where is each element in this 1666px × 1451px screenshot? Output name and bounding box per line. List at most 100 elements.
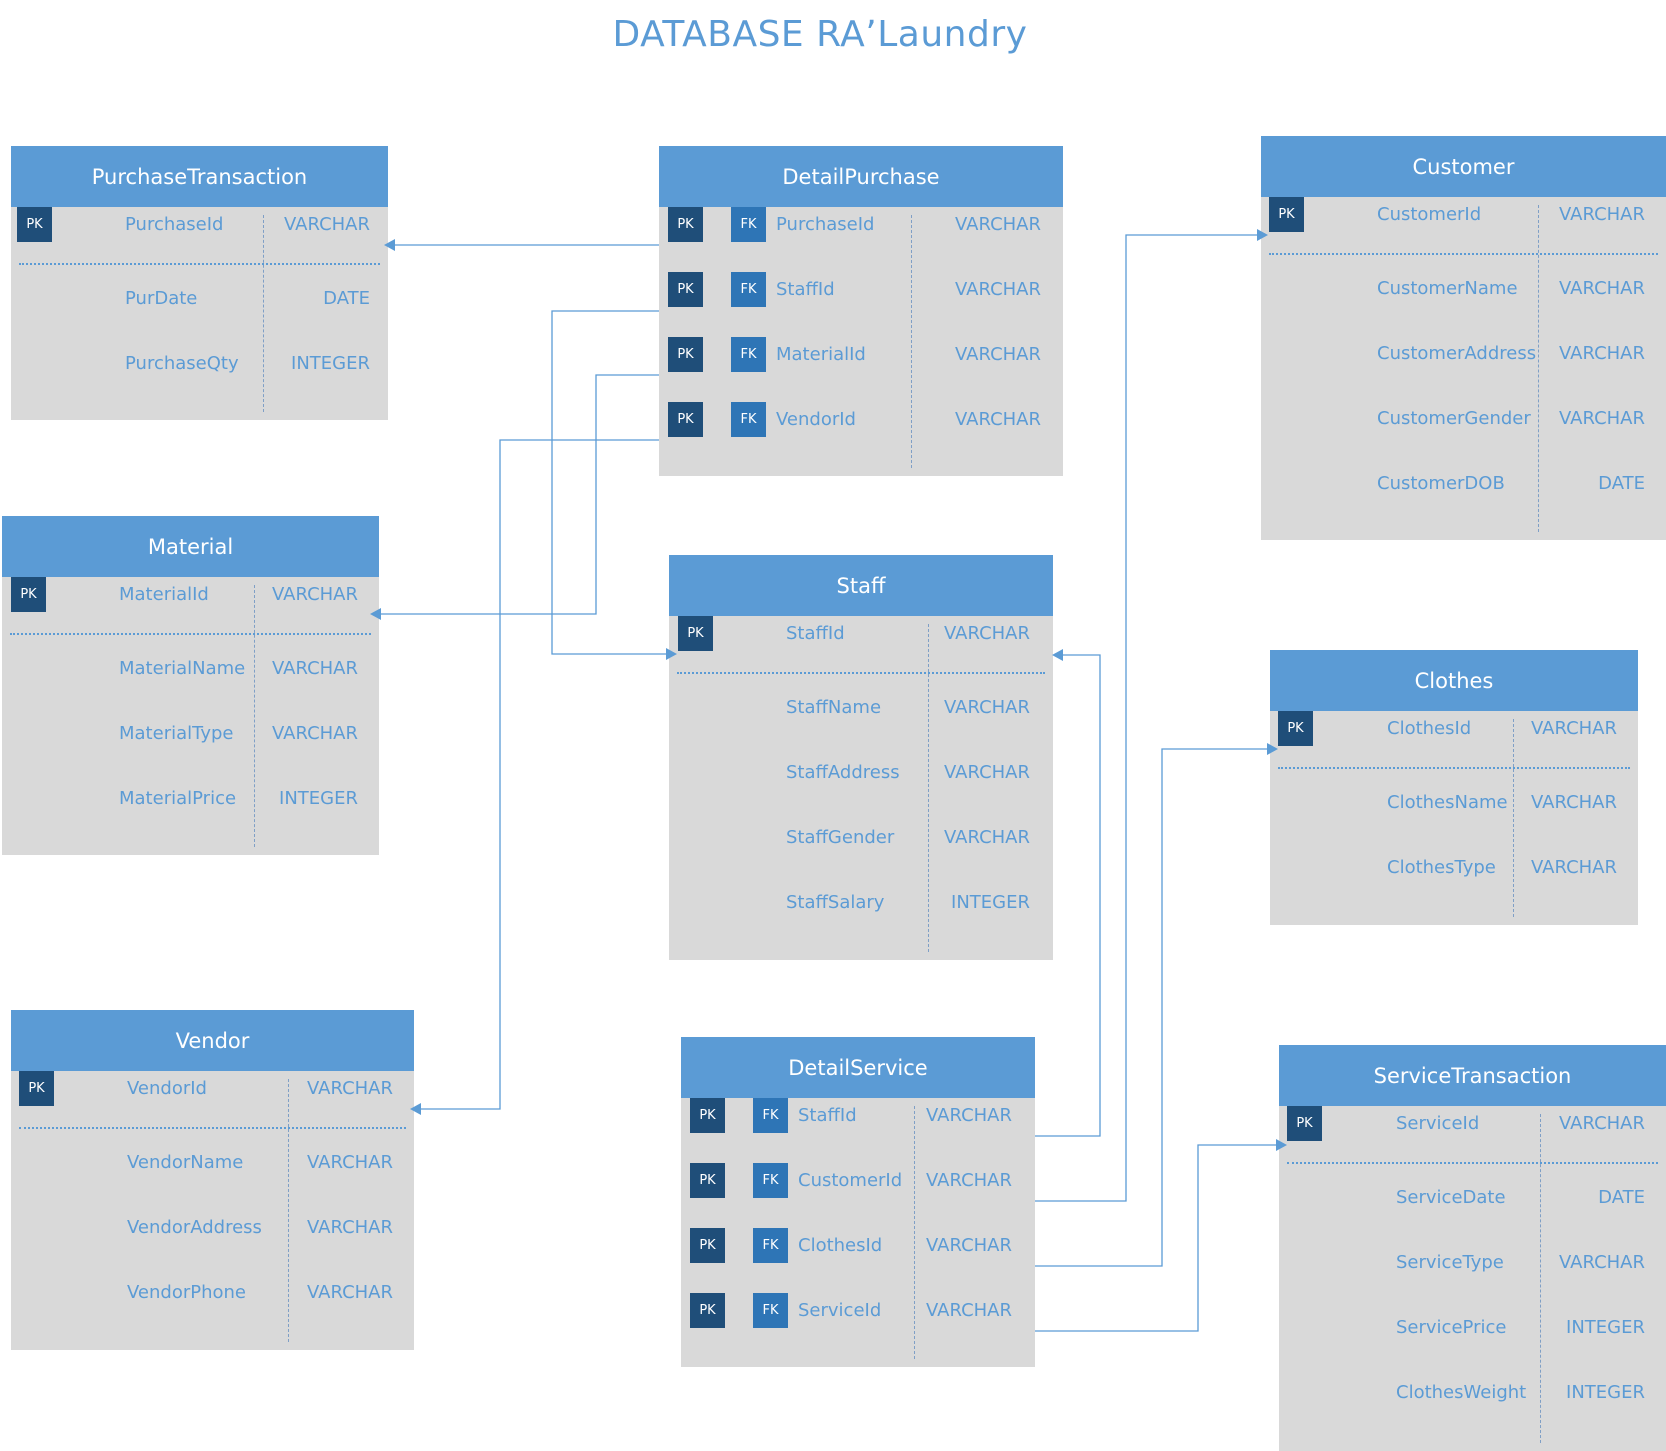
column-separator	[1540, 1114, 1541, 1443]
attribute-type: VARCHAR	[1558, 408, 1645, 429]
attribute-name: MaterialId	[119, 584, 209, 605]
attribute-type: VARCHAR	[1558, 204, 1645, 225]
relationship-line	[1035, 234, 1260, 1202]
attribute-row: ServiceType VARCHAR	[1279, 1243, 1666, 1283]
attribute-type: VARCHAR	[1530, 857, 1617, 878]
entity-header: Vendor	[11, 1010, 414, 1071]
attribute-type: VARCHAR	[306, 1078, 393, 1099]
attribute-type: VARCHAR	[925, 1300, 1012, 1321]
attribute-name: ServicePrice	[1396, 1317, 1507, 1338]
fk-badge: FK	[731, 272, 766, 307]
attribute-type: VARCHAR	[1558, 1113, 1645, 1134]
attribute-name: CustomerGender	[1377, 408, 1531, 429]
attribute-name: ServiceType	[1396, 1252, 1504, 1273]
key-separator	[1269, 253, 1658, 255]
attribute-type: VARCHAR	[954, 279, 1041, 300]
attribute-type: VARCHAR	[271, 723, 358, 744]
pk-badge: PK	[690, 1163, 725, 1198]
column-separator	[928, 624, 929, 952]
attribute-name: PurchaseId	[776, 214, 875, 235]
attribute-row: PurDate DATE	[11, 279, 388, 319]
attribute-row: PK VendorId VARCHAR	[11, 1069, 414, 1109]
attribute-name: CustomerAddress	[1377, 343, 1537, 364]
entity-header: Material	[2, 516, 379, 577]
pk-badge: PK	[19, 1071, 54, 1106]
attribute-name: StaffId	[786, 623, 845, 644]
attribute-type: DATE	[323, 288, 370, 309]
column-separator	[254, 585, 255, 847]
pk-badge: PK	[668, 272, 703, 307]
attribute-name: ServiceId	[798, 1300, 882, 1321]
relationship-line	[418, 439, 659, 1110]
attribute-row: ClothesWeight INTEGER	[1279, 1373, 1666, 1413]
attribute-type: DATE	[1598, 473, 1645, 494]
attribute-type: INTEGER	[279, 788, 358, 809]
fk-badge: FK	[753, 1228, 788, 1263]
attribute-type: INTEGER	[1566, 1382, 1645, 1403]
attribute-type: VARCHAR	[954, 409, 1041, 430]
attribute-name: ServiceId	[1396, 1113, 1480, 1134]
entity-header: Customer	[1261, 136, 1666, 197]
attribute-type: VARCHAR	[1558, 343, 1645, 364]
column-separator	[914, 1106, 915, 1359]
key-separator	[1278, 767, 1630, 769]
diagram-title: DATABASE RA’Laundry	[612, 14, 1028, 55]
attribute-name: PurchaseQty	[125, 353, 239, 374]
entity-header: Staff	[669, 555, 1053, 616]
attribute-row: ServiceDate DATE	[1279, 1178, 1666, 1218]
attribute-type: VARCHAR	[306, 1152, 393, 1173]
pk-badge: PK	[1287, 1106, 1322, 1141]
pk-badge: PK	[1269, 197, 1304, 232]
attribute-name: PurDate	[125, 288, 198, 309]
pk-badge: PK	[690, 1228, 725, 1263]
attribute-type: VARCHAR	[954, 344, 1041, 365]
entity-header: Clothes	[1270, 650, 1638, 711]
attribute-type: VARCHAR	[1558, 278, 1645, 299]
pk-badge: PK	[668, 207, 703, 242]
attribute-type: VARCHAR	[271, 584, 358, 605]
attribute-type: VARCHAR	[271, 658, 358, 679]
attribute-name: ClothesWeight	[1396, 1382, 1527, 1403]
attribute-type: VARCHAR	[1530, 718, 1617, 739]
attribute-name: VendorId	[127, 1078, 207, 1099]
attribute-name: StaffAddress	[786, 762, 900, 783]
attribute-name: MaterialId	[776, 344, 866, 365]
attribute-name: StaffId	[776, 279, 835, 300]
entity-header: ServiceTransaction	[1279, 1045, 1666, 1106]
relationship-line	[551, 310, 669, 655]
attribute-type: VARCHAR	[283, 214, 370, 235]
entity-header: DetailService	[681, 1037, 1035, 1098]
pk-badge: PK	[690, 1098, 725, 1133]
column-separator	[1513, 719, 1514, 917]
attribute-row: PK ServiceId VARCHAR	[1279, 1104, 1666, 1144]
attribute-row: CustomerName VARCHAR	[1261, 269, 1666, 309]
key-separator	[19, 263, 380, 265]
column-separator	[1538, 205, 1539, 532]
attribute-name: PurchaseId	[125, 214, 224, 235]
attribute-name: MaterialName	[119, 658, 246, 679]
attribute-name: CustomerName	[1377, 278, 1518, 299]
pk-badge: PK	[690, 1293, 725, 1328]
attribute-name: ClothesId	[1387, 718, 1472, 739]
attribute-name: StaffId	[798, 1105, 857, 1126]
fk-badge: FK	[731, 207, 766, 242]
attribute-type: DATE	[1598, 1187, 1645, 1208]
attribute-type: VARCHAR	[1558, 1252, 1645, 1273]
attribute-name: ServiceDate	[1396, 1187, 1506, 1208]
relationship-line	[1035, 748, 1270, 1267]
